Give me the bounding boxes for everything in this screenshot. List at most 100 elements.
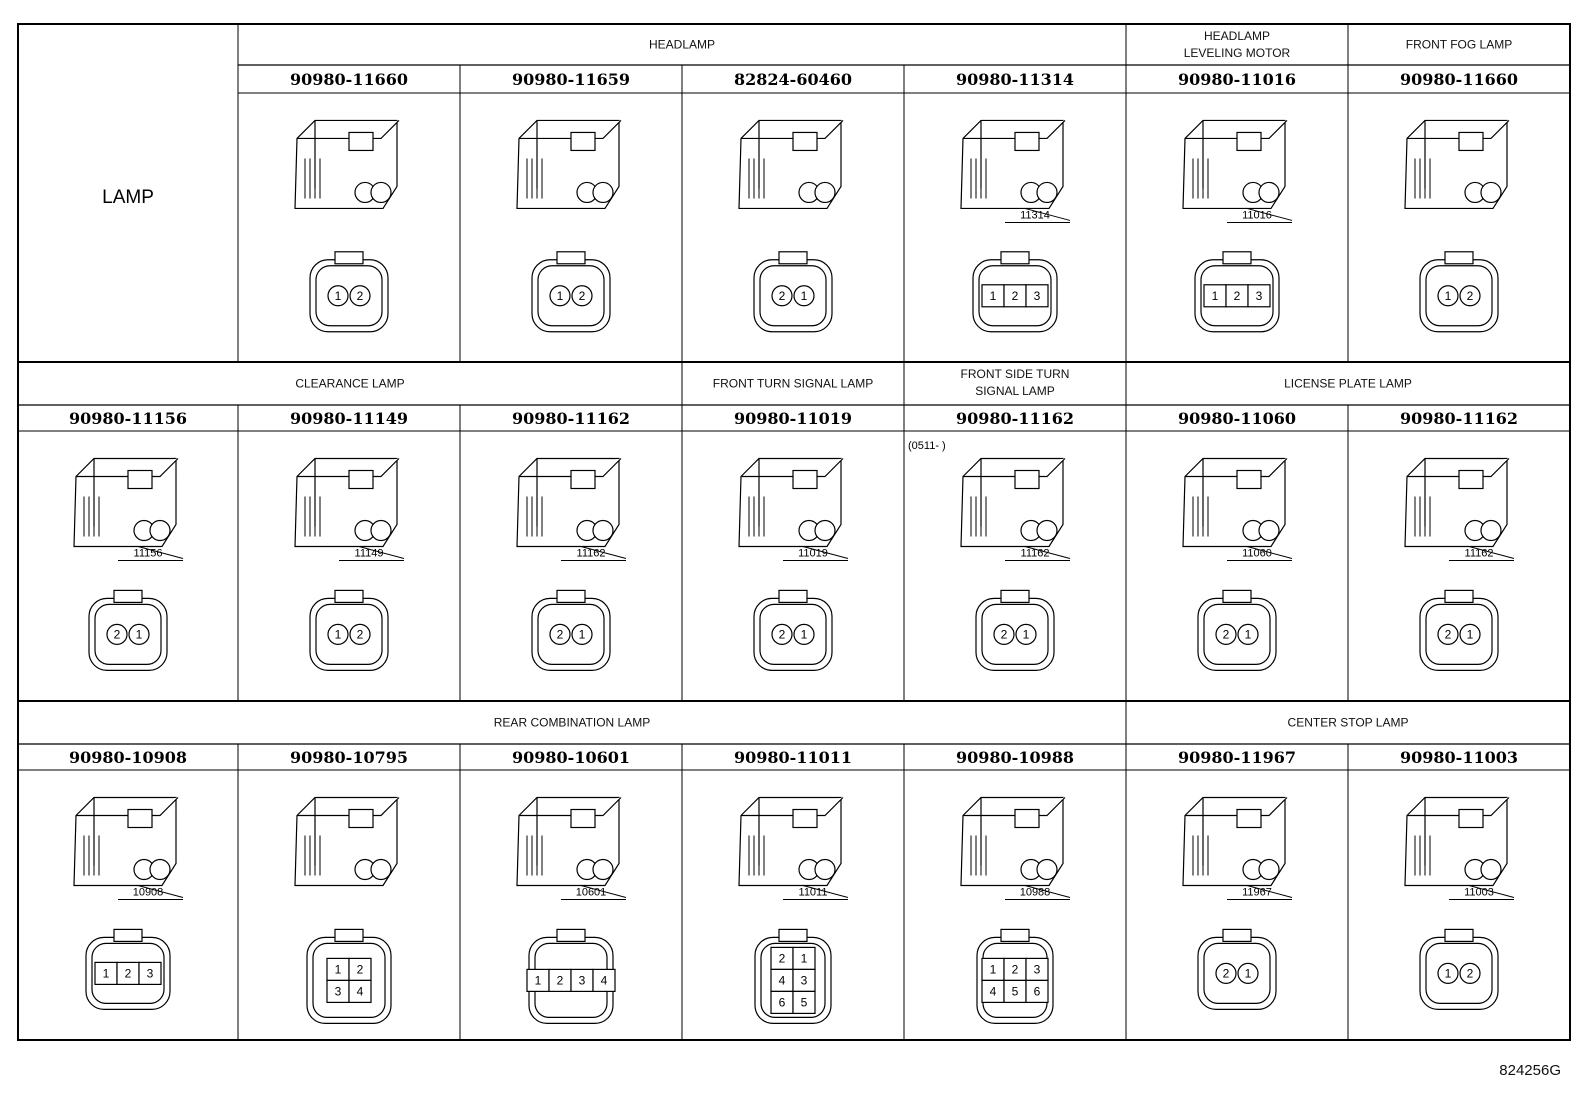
connector-figure bbox=[1182, 119, 1293, 333]
lock-tab bbox=[792, 469, 818, 490]
pin-cavity bbox=[793, 623, 815, 646]
connector-figure bbox=[738, 457, 849, 672]
pin-cavity bbox=[549, 285, 571, 307]
part-number: 90980-11660 bbox=[1400, 70, 1518, 89]
section-title: FRONT TURN SIGNAL LAMP bbox=[713, 377, 873, 391]
connector-front-inner bbox=[537, 265, 605, 327]
part-number: 90980-10908 bbox=[69, 748, 187, 767]
part-number: 90980-11060 bbox=[1178, 409, 1296, 428]
pin-cavity bbox=[1025, 284, 1049, 308]
callout-label: 11156 bbox=[134, 548, 163, 560]
pin-number: 1 bbox=[103, 966, 110, 980]
terminal-cavity bbox=[1036, 858, 1058, 881]
terminal-cavity bbox=[592, 181, 614, 204]
part-number: 90980-11149 bbox=[290, 409, 408, 428]
lock-tab bbox=[1458, 469, 1484, 490]
front-lock-tab bbox=[778, 251, 808, 265]
part-number: 90980-11019 bbox=[734, 409, 852, 428]
lock-tab bbox=[1014, 808, 1040, 829]
callout-leader bbox=[580, 885, 627, 898]
pin-cavity bbox=[571, 285, 593, 307]
callout-label: 11967 bbox=[1242, 887, 1272, 899]
pin-cavity bbox=[993, 623, 1015, 646]
front-lock-tab bbox=[1222, 928, 1252, 943]
terminal-cavity bbox=[149, 519, 171, 542]
pin-number: 1 bbox=[335, 962, 342, 976]
pin-cavity bbox=[1437, 623, 1459, 646]
pin-number: 2 bbox=[1223, 966, 1230, 980]
callout-leader bbox=[1468, 546, 1515, 559]
callout-leader bbox=[137, 546, 184, 559]
pin-cavity bbox=[1215, 623, 1237, 646]
connector-figure bbox=[1182, 457, 1293, 672]
terminal-cavity bbox=[370, 519, 392, 542]
pin-cavity bbox=[1437, 285, 1459, 307]
pin-number: 1 bbox=[1445, 289, 1452, 303]
terminal-cavity bbox=[592, 858, 614, 881]
part-number: 90980-11003 bbox=[1400, 748, 1518, 767]
front-lock-tab bbox=[778, 928, 808, 943]
connector-figure bbox=[294, 457, 405, 672]
pin-number: 1 bbox=[801, 289, 808, 303]
part-number: 82824-60460 bbox=[734, 70, 852, 89]
pin-number: 2 bbox=[1467, 289, 1474, 303]
pin-number: 2 bbox=[1001, 627, 1008, 641]
pin-number: 5 bbox=[1012, 984, 1019, 998]
part-number: 90980-11162 bbox=[1400, 409, 1518, 428]
terminal-cavity bbox=[814, 519, 836, 542]
connector-figure bbox=[1404, 796, 1515, 1011]
lock-tab bbox=[570, 469, 596, 490]
pin-cavity bbox=[1459, 623, 1481, 646]
lock-tab bbox=[1236, 808, 1262, 829]
pin-number: 2 bbox=[114, 627, 121, 641]
part-number: 90980-10795 bbox=[290, 748, 408, 767]
pin-number: 1 bbox=[1023, 627, 1030, 641]
front-lock-tab bbox=[556, 251, 586, 265]
pin-number: 2 bbox=[357, 962, 364, 976]
pin-number: 2 bbox=[1223, 627, 1230, 641]
terminal-cavity bbox=[1480, 181, 1502, 204]
pin-cavity bbox=[138, 961, 162, 986]
pin-number: 1 bbox=[136, 627, 143, 641]
pin-number: 1 bbox=[801, 627, 808, 641]
connector-front-inner bbox=[94, 603, 162, 666]
connector-front-inner bbox=[1425, 942, 1493, 1005]
callout-label: 11162 bbox=[1465, 548, 1494, 560]
connector-front-inner bbox=[759, 265, 827, 327]
pin-number: 1 bbox=[1212, 289, 1219, 303]
section-title: LEVELING MOTOR bbox=[1184, 46, 1291, 60]
connector-figure bbox=[73, 457, 184, 672]
pin-number: 2 bbox=[779, 951, 786, 965]
pin-cavity bbox=[1015, 623, 1037, 646]
connector-front-inner bbox=[1425, 603, 1493, 666]
callout-leader bbox=[1246, 546, 1293, 559]
terminal-cavity bbox=[1258, 181, 1280, 204]
connector-figure bbox=[73, 796, 184, 1011]
front-lock-tab bbox=[556, 928, 586, 943]
callout-label: 11314 bbox=[1020, 209, 1050, 221]
pin-number: 2 bbox=[1445, 627, 1452, 641]
pin-number: 2 bbox=[779, 627, 786, 641]
pin-number: 1 bbox=[801, 951, 808, 965]
terminal-cavity bbox=[370, 181, 392, 204]
pin-number: 2 bbox=[357, 627, 364, 641]
pin-cavity bbox=[106, 623, 128, 646]
pin-number: 1 bbox=[579, 627, 586, 641]
callout-label: 11016 bbox=[1242, 209, 1272, 221]
pin-number: 1 bbox=[335, 289, 342, 303]
pin-cavity bbox=[1237, 623, 1259, 646]
connector-figure bbox=[516, 796, 627, 1025]
pin-number: 2 bbox=[1467, 966, 1474, 980]
part-number: 90980-11314 bbox=[956, 70, 1074, 89]
section-title: SIGNAL LAMP bbox=[975, 384, 1055, 398]
connector-figure bbox=[1182, 796, 1293, 1011]
terminal-cavity bbox=[1258, 858, 1280, 881]
lock-tab bbox=[1458, 808, 1484, 829]
callout-label: 11003 bbox=[1464, 887, 1494, 899]
pin-number: 2 bbox=[557, 627, 564, 641]
lock-tab bbox=[570, 131, 596, 152]
connector-drawings bbox=[73, 119, 1515, 1025]
connector-figure bbox=[516, 457, 627, 672]
pin-number: 4 bbox=[779, 973, 786, 987]
